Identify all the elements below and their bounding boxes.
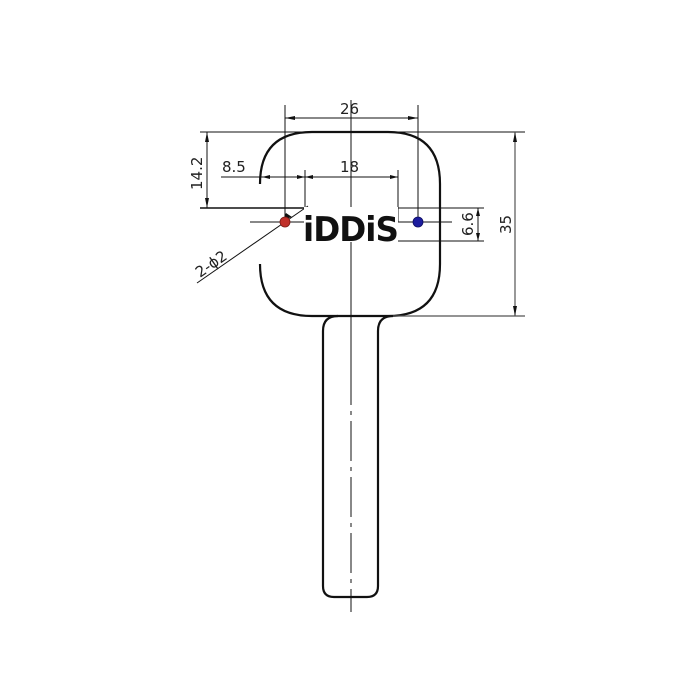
arrow-icon <box>513 306 517 316</box>
leader-line-holes <box>196 205 309 284</box>
dim-text-26: 26 <box>340 100 359 118</box>
dim-text-8-5: 8.5 <box>222 158 246 176</box>
dim-text-14-2: 14.2 <box>188 157 206 190</box>
arrow-icon <box>205 198 209 208</box>
arrow-icon <box>297 175 305 179</box>
arrow-icon <box>408 116 418 120</box>
arrow-icon <box>476 233 480 241</box>
dim-text-35: 35 <box>497 215 515 234</box>
arrow-icon <box>305 175 313 179</box>
arrow-icon <box>285 116 295 120</box>
arrow-icon <box>513 132 517 142</box>
handle-head-outline <box>258 130 442 599</box>
logo-background <box>304 207 398 242</box>
brand-logo: iDDiS <box>303 210 398 250</box>
handle-head-bottom-left <box>258 263 338 318</box>
hot-indicator-dot <box>279 216 291 228</box>
dim-text-hole-callout: 2-ϕ2 <box>192 247 231 281</box>
arrow-icon <box>205 132 209 142</box>
arrow-icon <box>476 208 480 216</box>
dim-text-6-6: 6.6 <box>459 212 477 236</box>
dim-text-18: 18 <box>340 158 359 176</box>
arrow-icon <box>390 175 398 179</box>
cold-indicator-dot <box>412 216 424 228</box>
arrow-icon <box>262 175 270 179</box>
